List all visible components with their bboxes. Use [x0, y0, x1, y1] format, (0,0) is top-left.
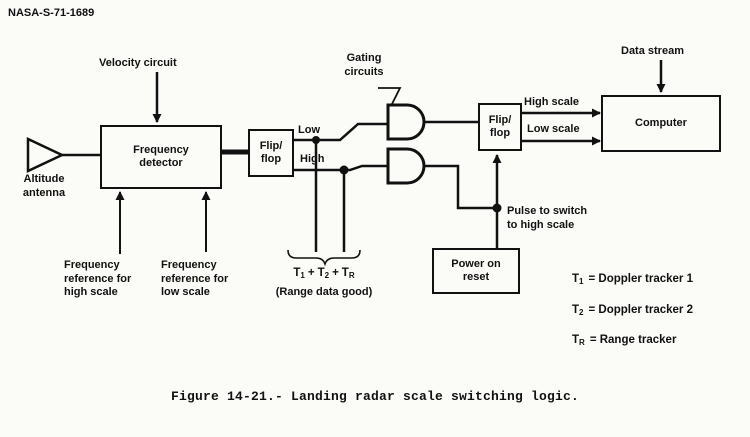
formula-plus1: +: [307, 267, 315, 279]
legend: T1= Doppler tracker 1 T2= Doppler tracke…: [572, 273, 693, 365]
figure-caption: Figure 14-21.- Landing radar scale switc…: [170, 389, 580, 404]
legend-tr-sub: R: [579, 338, 585, 347]
legend-t1-sub: 1: [579, 277, 584, 286]
high-signal-line: [294, 164, 389, 172]
pulse-to-switch-label: Pulse to switch to high scale: [507, 205, 587, 232]
freq-ref-high-label: Frequency reference for high scale: [64, 259, 131, 300]
flip-flop-1-box: Flip/ flop: [248, 129, 294, 177]
formula-t2-sub: 2: [324, 271, 330, 280]
freq-ref-low-label: Frequency reference for low scale: [161, 259, 228, 300]
altitude-antenna-line2: antenna: [22, 186, 66, 199]
legend-tr-def: = Range tracker: [589, 334, 677, 346]
freq-ref-high-line2: reference for: [64, 272, 132, 285]
low-scale-label: Low scale: [527, 123, 580, 135]
range-gate-formula: T1+T2+TR: [262, 267, 386, 283]
high-line-label: High: [300, 153, 325, 165]
antenna-triangle-icon: [26, 137, 65, 173]
range-gate-brace-icon: [287, 249, 361, 267]
gating-circuits-line1: Gating: [346, 52, 382, 64]
and-gate-top-icon: [386, 103, 426, 141]
altitude-antenna-label: Altitude antenna: [12, 173, 76, 200]
freq-ref-low-line3: low scale: [161, 286, 210, 298]
junction-dot: [492, 203, 502, 213]
legend-item-t2: T2 = Doppler tracker 2: [572, 304, 693, 320]
flip-flop-2-box: Flip/ flop: [478, 103, 522, 151]
freq-ref-low-line2: reference for: [161, 272, 229, 285]
formula-tr-sub: R: [348, 271, 355, 280]
frequency-detector-box: Frequency detector: [100, 125, 222, 189]
formula-t1-base: T: [293, 267, 301, 279]
formula-t2-base: T: [317, 267, 325, 279]
legend-tr-base: T: [572, 334, 580, 346]
gate-bottom-output-line: [425, 164, 495, 210]
pulse-line2: to high scale: [507, 218, 575, 231]
low-line-label: Low: [298, 124, 320, 136]
legend-t2-def: = Doppler tracker 2: [588, 303, 693, 316]
freq-ref-high-line3: high scale: [64, 286, 118, 298]
formula-tr-base: T: [341, 267, 349, 279]
gating-circuits-line2: circuits: [344, 65, 384, 78]
freq-ref-high-line1: Frequency: [64, 259, 120, 271]
freq-ref-low-line1: Frequency: [161, 259, 217, 271]
range-data-good-label: (Range data good): [275, 286, 373, 298]
legend-t2-base: T: [572, 303, 580, 316]
and-gate-bottom-icon: [386, 147, 426, 185]
formula-plus2: +: [332, 267, 339, 279]
document-number: NASA-S-71-1689: [8, 7, 95, 19]
legend-t1-base: T: [572, 273, 580, 285]
velocity-circuit-label: Velocity circuit: [99, 57, 177, 69]
data-stream-label: Data stream: [621, 45, 684, 57]
legend-t2-sub: 2: [579, 307, 584, 317]
legend-item-t1: T1 = Doppler tracker 1: [572, 273, 693, 289]
junction-dot: [312, 136, 320, 144]
formula-t1-sub: 1: [300, 271, 305, 280]
altitude-antenna-line1: Altitude: [23, 173, 65, 185]
power-on-reset-box: Power on reset: [432, 248, 520, 294]
junction-dot: [339, 165, 349, 175]
legend-item-tr: TR = Range tracker: [572, 334, 693, 350]
legend-t1-def: = Doppler tracker 1: [588, 273, 693, 285]
pulse-line1: Pulse to switch: [507, 205, 588, 217]
computer-box: Computer: [601, 95, 721, 152]
high-scale-label: High scale: [524, 96, 580, 108]
gating-circuits-label: Gating circuits: [332, 52, 396, 79]
gating-circuits-leader: [378, 87, 402, 105]
